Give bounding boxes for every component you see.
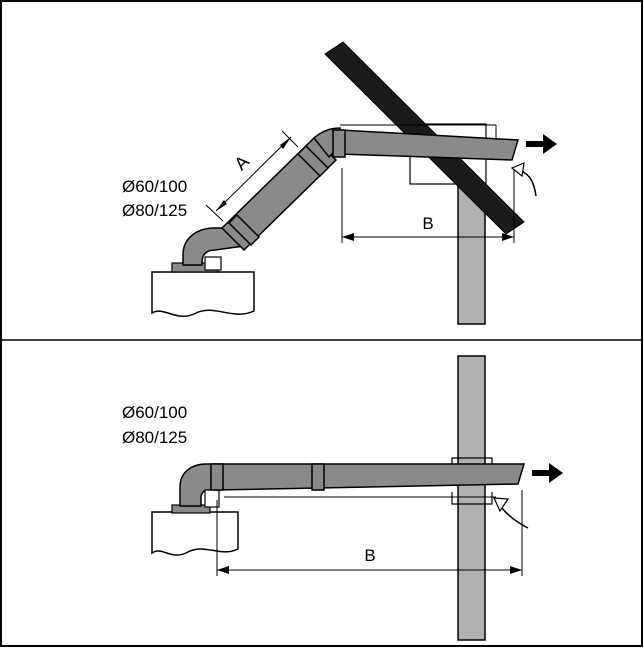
intake-arrow-head [510, 162, 525, 178]
pipe-coupling-bottom-2 [311, 463, 325, 491]
diameter-label-2: Ø80/125 [122, 201, 187, 220]
dimension-b-label: B [422, 214, 433, 233]
diameter-label-bottom-1: Ø60/100 [122, 403, 187, 422]
dim-a-arrow-1 [216, 200, 227, 211]
incline-coupling-1 [227, 213, 261, 247]
diameter-label-1: Ø60/100 [122, 177, 187, 196]
pipe-coupling-bottom-1 [210, 463, 224, 491]
incline-coupling-2 [296, 144, 330, 178]
exhaust-arrow-icon [526, 134, 557, 154]
dim-a-ext-1 [205, 204, 224, 222]
dimension-b-label-bottom: B [364, 546, 375, 565]
dim-a-arrow-2 [280, 137, 291, 149]
inclined-pipe [220, 136, 338, 252]
dim-b-arrow-2 [502, 233, 514, 241]
dim-b-arrow-1 [342, 233, 354, 241]
dim-b-bottom-arrow-2 [510, 566, 522, 574]
dim-b-bottom-arrow-1 [217, 566, 229, 574]
boiler-unit-bottom [151, 511, 239, 556]
intake-arrow-head-bottom [493, 497, 510, 513]
dim-a-ext-2 [281, 130, 299, 148]
panel-bottom: Ø60/100 Ø80/125 B [122, 355, 563, 641]
diameter-label-bottom-2: Ø80/125 [122, 428, 187, 447]
pipe-coupling-top [332, 129, 346, 158]
wall-column-bottom [457, 355, 486, 641]
exhaust-arrow-icon-bottom [532, 463, 563, 483]
panel-top: A Ø60/100 Ø80/125 B [122, 41, 557, 325]
elbow-fitting [204, 256, 222, 271]
dim-a-line [215, 136, 292, 212]
boiler-unit [151, 271, 255, 317]
wall-bracket-bottom [451, 492, 493, 505]
